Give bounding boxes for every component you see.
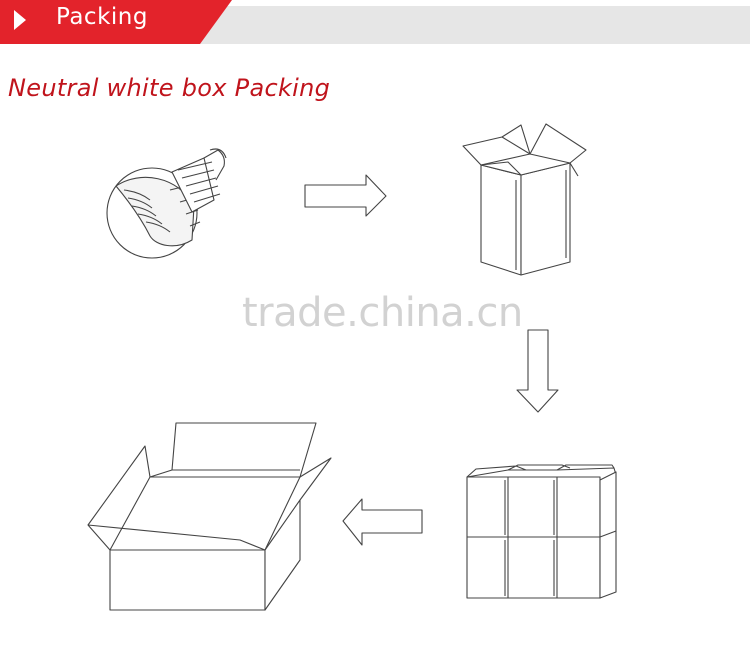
header-title: Packing	[56, 4, 148, 30]
open-master-carton-icon	[87, 422, 332, 611]
carton-of-boxes-icon	[466, 464, 617, 599]
arrow-down-icon	[516, 329, 559, 413]
arrow-left-icon	[342, 498, 423, 546]
open-box-icon	[462, 123, 587, 276]
section-header: Packing	[0, 0, 750, 44]
header-gray-bar	[200, 6, 750, 44]
header-background	[0, 0, 750, 44]
watermark-text: trade.china.cn	[242, 290, 523, 336]
play-triangle-icon	[14, 10, 26, 30]
arrow-right-icon	[304, 174, 387, 217]
led-bulb-icon	[106, 148, 227, 259]
header-red-tab	[0, 0, 232, 44]
page-subtitle: Neutral white box Packing	[8, 74, 331, 102]
